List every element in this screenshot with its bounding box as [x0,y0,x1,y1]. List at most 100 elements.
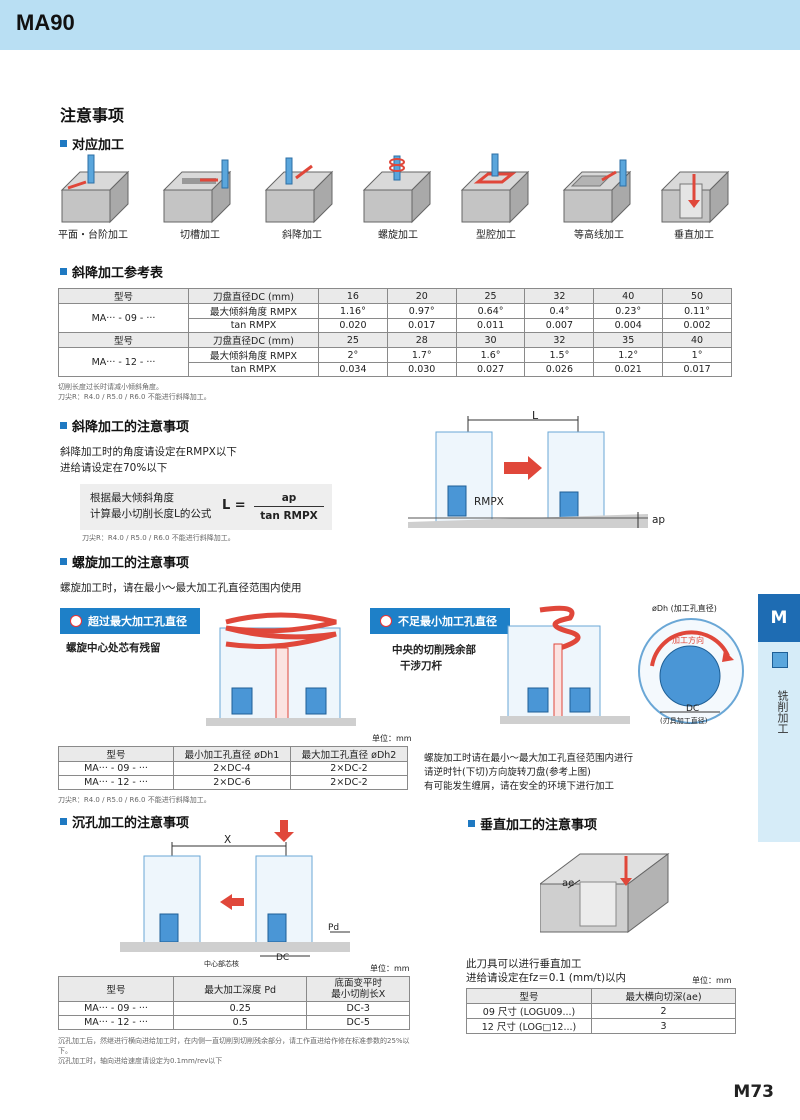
app-label-slot: 切槽加工 [180,230,220,241]
bullet-square-icon [60,818,67,825]
applications-illustrations [60,153,730,224]
vertical-text-1: 此刀具可以进行垂直加工 [466,958,582,970]
vertical-text-2: 进给请设定在fz＝0.1 (mm/t)以内 [466,972,627,984]
sink-table: 型号 最大加工深度 Pd 底面变平时 最小切削长X MA··· - 09 - ·… [58,976,410,1030]
sink-note-2: 沉孔加工时，轴向进给速度请设定为0.1mm/rev以下 [58,1057,223,1065]
helical-dc-label: DC [686,704,700,714]
formula-denominator: tan RMPX [260,510,318,522]
ramp-table-title: 斜降加工参考表 [60,262,163,281]
app-label-face: 平面・台阶加工 [58,230,128,241]
milling-insert-icon [772,652,788,668]
helical-direction-label: 加工方向 [672,636,704,645]
helical-over-max-diagram [206,612,356,726]
face-milling-illustration [60,154,130,224]
formula-numerator: ap [254,490,324,507]
pocketing-illustration [460,153,530,224]
bullet-square-icon [60,140,67,147]
table-row: 型号 最小加工孔直径 øDh1 最大加工孔直径 øDh2 [58,746,408,762]
section-title: 注意事项 [60,106,125,125]
table-row: tan RMPX 0.020 0.017 0.011 0.007 0.004 0… [59,318,732,333]
table-row: 09 尺寸 (LOGU09...) 2 [466,1003,736,1019]
helical-title: 螺旋加工的注意事项 [60,552,189,571]
table-row: 型号 最大加工深度 Pd 底面变平时 最小切削长X [58,976,410,1002]
helical-warn1-desc: 螺旋中心处芯有残留 [66,642,161,654]
ramp-diagram [408,416,648,528]
helical-illustration [362,155,432,224]
ramping-illustration [264,157,334,224]
bullet-square-icon [60,422,67,429]
sink-title: 沉孔加工的注意事项 [60,812,189,831]
app-label-contour: 等高线加工 [574,230,624,241]
table-row: MA··· - 12 - ··· 0.5 DC-5 [58,1015,410,1030]
table-row: 型号 刀盘直径DC (mm) 25 28 30 32 35 40 [58,332,732,348]
bullet-square-icon [468,820,475,827]
sink-diagram-dc: DC [276,953,290,963]
ramp-formula-box: 根据最大倾斜角度 计算最小切削长度L的公式 L = ap tan RMPX [80,484,332,530]
table-row: MA··· - 09 - ··· 0.25 DC-3 [58,1001,410,1016]
side-tab-label: 铣削加工 [776,690,789,734]
ramp-diagram-L: L [532,409,539,422]
side-tab-M[interactable]: M [758,594,800,642]
sink-diagram-pd: Pd [328,923,340,933]
app-label-pocket: 型腔加工 [476,230,516,241]
helical-warning-under-min: 不足最小加工孔直径 [370,608,510,634]
bullet-square-icon [60,558,67,565]
prohibited-icon [380,615,392,627]
slotting-illustration [162,159,232,224]
helical-direction-diagram [638,618,744,724]
page-number: M73 [733,1082,774,1102]
ramp-notes-title: 斜降加工的注意事项 [60,416,189,435]
helical-side-1: 螺旋加工时请在最小～最大加工孔直径范围内进行 [424,753,634,764]
table-row: MA··· - 09 - ··· 2×DC-4 2×DC-2 [58,761,408,776]
ramp-notes-note: 刀尖R：R4.0 / R5.0 / R6.0 不能进行斜降加工。 [82,534,235,542]
table-row: MA··· - 12 - ··· 2×DC-6 2×DC-2 [58,775,408,790]
helical-intro: 螺旋加工时，请在最小～最大加工孔直径范围内使用 [60,582,302,594]
sink-diagram-core: 中心部芯核 [204,960,239,968]
helical-dc-sub: (刃具加工直径) [660,717,708,725]
helical-under-min-diagram [500,605,630,724]
vertical-diagram-ae: ae [562,878,575,889]
vertical-unit: 单位：mm [692,976,732,985]
helical-dh-label: øDh (加工孔直径) [652,604,717,613]
helical-table: 型号 最小加工孔直径 øDh1 最大加工孔直径 øDh2 MA··· - 09 … [58,746,408,790]
app-label-helical: 螺旋加工 [378,230,418,241]
page-title: MA90 [16,10,75,35]
prohibited-icon [70,615,82,627]
formula-lhs: L = [222,498,246,513]
sink-note-1: 沉孔加工后，然继进行横向进给加工时，在内侧一直切削到切削残余部分，请工作直进给作… [58,1037,410,1055]
formula-label-1: 根据最大倾斜角度 [90,492,174,504]
side-tab-panel [758,642,800,842]
ramp-diagram-rmpx: RMPX [474,496,504,508]
app-label-ramp: 斜降加工 [282,230,322,241]
table-row: 型号 最大横向切深(ae) [466,988,736,1004]
table-row: MA··· - 12 - ··· 最大倾斜角度 RMPX 2° 1.7° 1.6… [58,347,732,377]
bullet-square-icon [60,268,67,275]
helical-note: 刀尖R：R4.0 / R5.0 / R6.0 不能进行斜降加工。 [58,796,211,804]
ramp-diagram-ap: ap [652,514,666,526]
ramp-table-note-1: 切削长度过长时请减小倾斜角度。 [58,383,163,391]
ramp-notes-line2: 进给请设定在70%以下 [60,462,168,474]
sink-unit: 单位：mm [370,964,410,973]
helical-side-2: 请逆时针(下切)方向旋转刀盘(参考上图) [424,767,591,778]
helical-side-3: 有可能发生缠屑，请在安全的环境下进行加工 [424,781,615,792]
vertical-diagram [540,853,670,933]
ramp-table-note-2: 刀尖R：R4.0 / R5.0 / R6.0 不能进行斜降加工。 [58,393,211,401]
vertical-milling-illustration [660,170,730,224]
contouring-illustration [562,159,632,224]
formula-label-2: 计算最小切削长度L的公式 [90,508,212,520]
table-row: MA··· - 09 - ··· 最大倾斜角度 RMPX 1.16° 0.97°… [58,303,732,333]
table-row: 12 尺寸 (LOG□12...) 3 [466,1018,736,1034]
helical-warn2-desc1: 中央的切削残余部 [392,644,476,656]
page-header: MA90 [0,0,800,50]
table-row: 型号 刀盘直径DC (mm) 16 20 25 32 40 50 [58,288,732,304]
helical-warning-over-max: 超过最大加工孔直径 [60,608,200,634]
helical-warn2-desc2: 干涉刀杆 [400,660,442,672]
helical-unit: 单位：mm [372,734,412,743]
sink-diagram-x: X [224,834,232,846]
app-label-vertical: 垂直加工 [674,230,714,241]
ramp-reference-table: 型号 刀盘直径DC (mm) 16 20 25 32 40 50 MA··· -… [58,288,732,377]
vertical-title: 垂直加工的注意事项 [468,814,597,833]
sink-diagram [120,820,350,957]
ramp-notes-line1: 斜降加工时的角度请设定在RMPX以下 [60,446,237,458]
applications-title: 对应加工 [60,134,124,153]
